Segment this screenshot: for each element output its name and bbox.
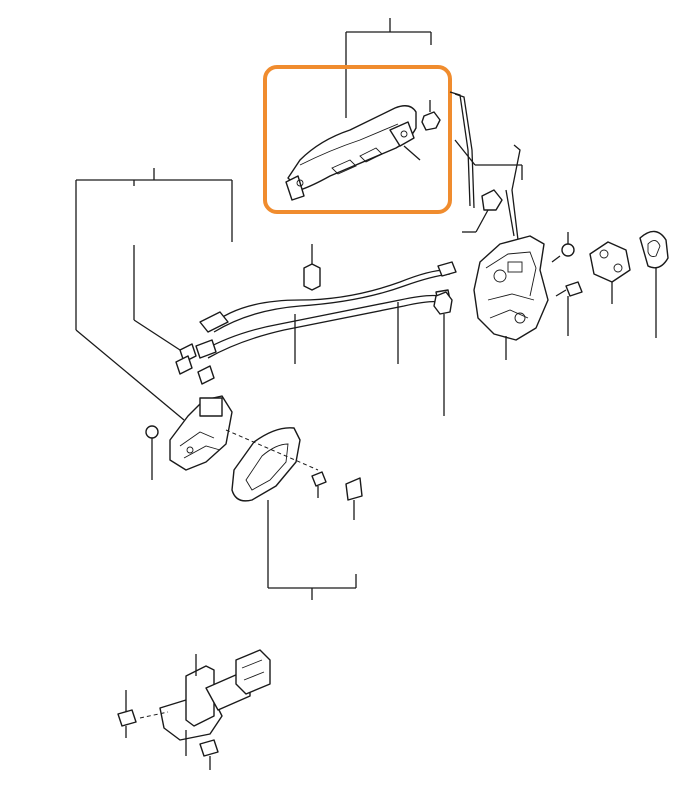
door-striker[interactable] bbox=[589, 241, 631, 304]
bracket-clip[interactable] bbox=[145, 425, 159, 480]
outside-door-handle[interactable] bbox=[285, 105, 417, 201]
rod-clip[interactable] bbox=[462, 189, 503, 233]
inside-handle-bracket[interactable] bbox=[169, 395, 233, 471]
striker-plate[interactable] bbox=[639, 230, 669, 338]
callout-bracket-rods bbox=[454, 139, 523, 180]
handle-cap[interactable] bbox=[345, 477, 363, 520]
cable-clip[interactable] bbox=[303, 244, 321, 291]
callout-bracket-inside-handle bbox=[75, 168, 233, 421]
check-link-bolt-upper[interactable] bbox=[117, 690, 137, 738]
callout-bracket-inside-assembly bbox=[267, 500, 357, 600]
door-cables[interactable] bbox=[203, 269, 451, 359]
lock-rods[interactable] bbox=[449, 91, 521, 241]
actuator-screws[interactable] bbox=[551, 232, 583, 336]
highlight-box[interactable] bbox=[263, 65, 452, 214]
check-link-bolt-lower[interactable] bbox=[185, 730, 219, 770]
door-lock-actuator[interactable] bbox=[473, 235, 549, 360]
handle-screw[interactable] bbox=[311, 471, 327, 498]
small-clips-left[interactable] bbox=[133, 245, 215, 385]
inside-door-handle[interactable] bbox=[225, 427, 319, 502]
cable-leaders bbox=[294, 302, 399, 364]
door-check-link[interactable] bbox=[139, 649, 271, 741]
leader-line bbox=[403, 145, 421, 161]
cable-clip-small[interactable] bbox=[433, 291, 453, 416]
callout-bracket-outside-handle bbox=[345, 18, 432, 118]
cable-end-left[interactable] bbox=[195, 311, 229, 359]
handle-clip[interactable] bbox=[421, 100, 441, 131]
